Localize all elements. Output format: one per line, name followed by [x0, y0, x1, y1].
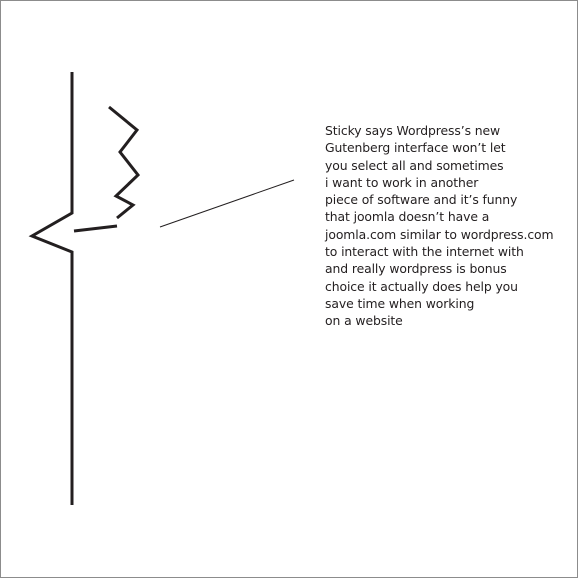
caption-line: save time when working: [325, 295, 475, 311]
caption-line: that joomla doesn’t have a: [325, 209, 490, 225]
caption-line: piece of software and it’s funny: [325, 192, 518, 208]
caption-line: choice it actually does help you: [325, 278, 518, 294]
caption-line: and really wordpress is bonus: [325, 261, 507, 277]
caption-line: joomla.com similar to wordpress.com: [325, 226, 554, 242]
zigzag-speech-squiggle: [108, 105, 141, 220]
caption-line: Sticky says Wordpress’s new: [325, 123, 501, 138]
arm-line: [73, 224, 118, 233]
caption-line: Gutenberg interface won’t let: [325, 140, 506, 156]
stick-figure-body-line: [28, 72, 74, 505]
caption-line: i want to work in another: [325, 174, 479, 190]
callout-pointer-line: [159, 179, 295, 228]
caption-line: you select all and sometimes: [325, 157, 504, 173]
caption-line: to interact with the internet with: [325, 244, 524, 260]
speech-caption: Sticky says Wordpress’s new Gutenberg in…: [325, 122, 575, 330]
caption-line: on a website: [325, 313, 403, 329]
